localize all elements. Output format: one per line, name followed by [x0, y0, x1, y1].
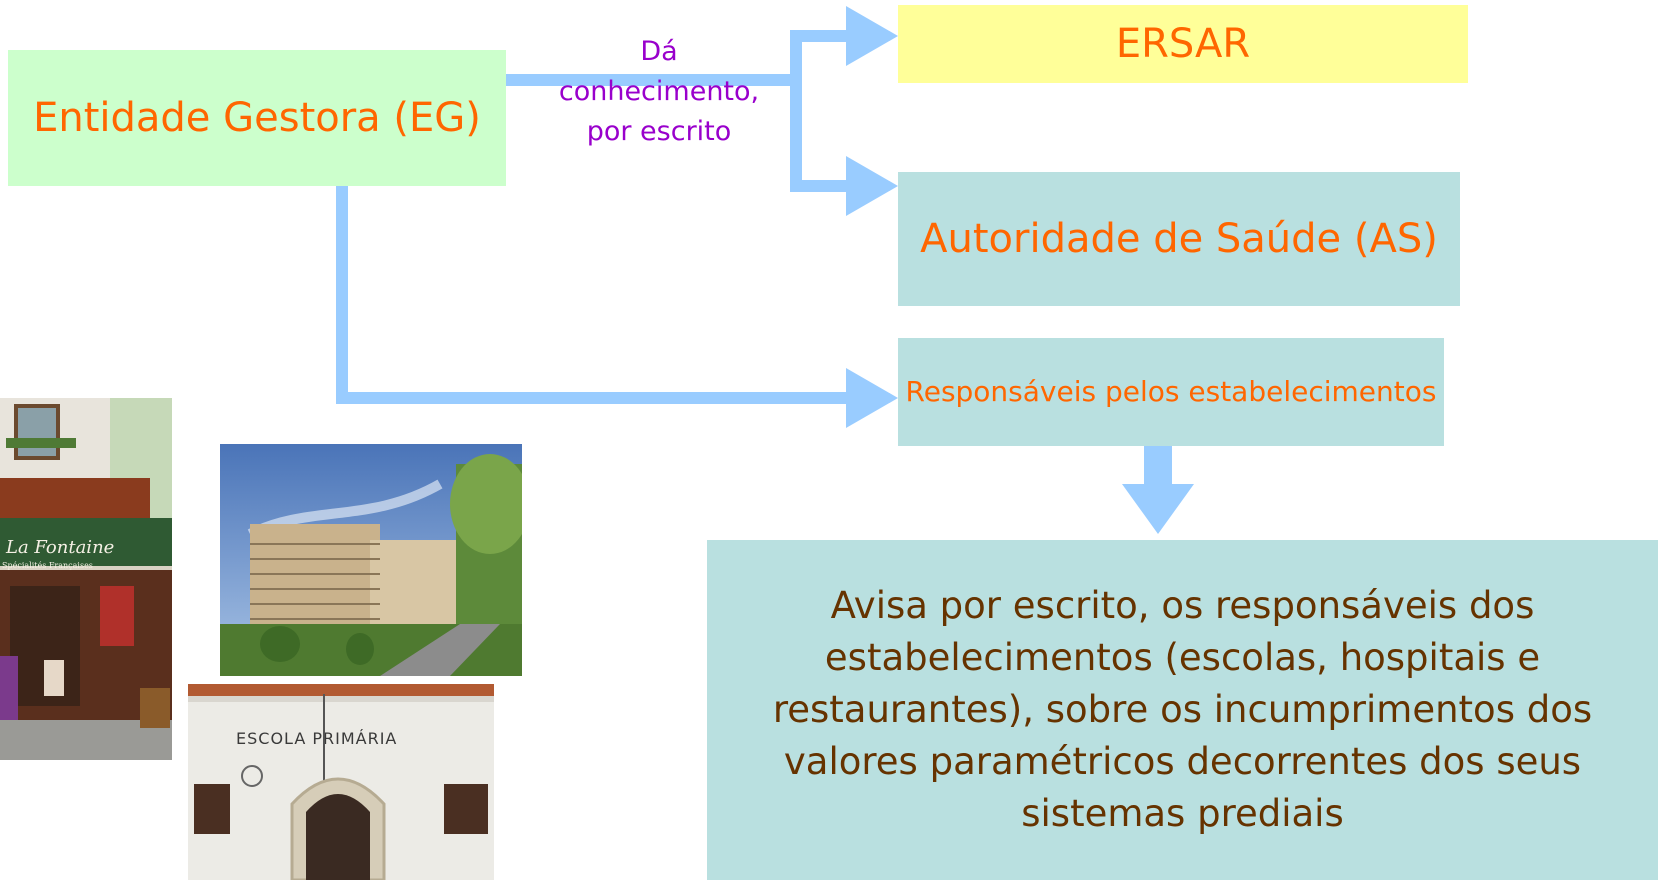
node-autoridade-saude: Autoridade de Saúde (AS) [898, 172, 1460, 306]
node-aviso: Avisa por escrito, os responsáveis dos e… [707, 540, 1658, 880]
photo-restaurant: La Fontaine Spécialités Françaises [0, 398, 172, 760]
arrowhead-resp [846, 368, 898, 428]
arrowhead-as [846, 156, 898, 216]
down-arrow-shaft [1144, 446, 1172, 484]
node-entidade-gestora: Entidade Gestora (EG) [8, 50, 506, 186]
arrowhead-ersar [846, 6, 898, 66]
photo-school: ESCOLA PRIMÁRIA [188, 684, 494, 880]
restaurant-sign: La Fontaine [5, 537, 114, 558]
edge-label: Dá conhecimento, por escrito [558, 36, 760, 147]
node-ersar: ERSAR [898, 5, 1468, 83]
down-arrow-head [1122, 484, 1194, 534]
school-sign: ESCOLA PRIMÁRIA [236, 729, 397, 748]
node-responsaveis: Responsáveis pelos estabelecimentos [898, 338, 1444, 446]
restaurant-sign-sub: Spécialités Françaises [2, 561, 93, 570]
photo-hospital [220, 444, 522, 676]
edge-eg-to-resp [336, 186, 850, 404]
